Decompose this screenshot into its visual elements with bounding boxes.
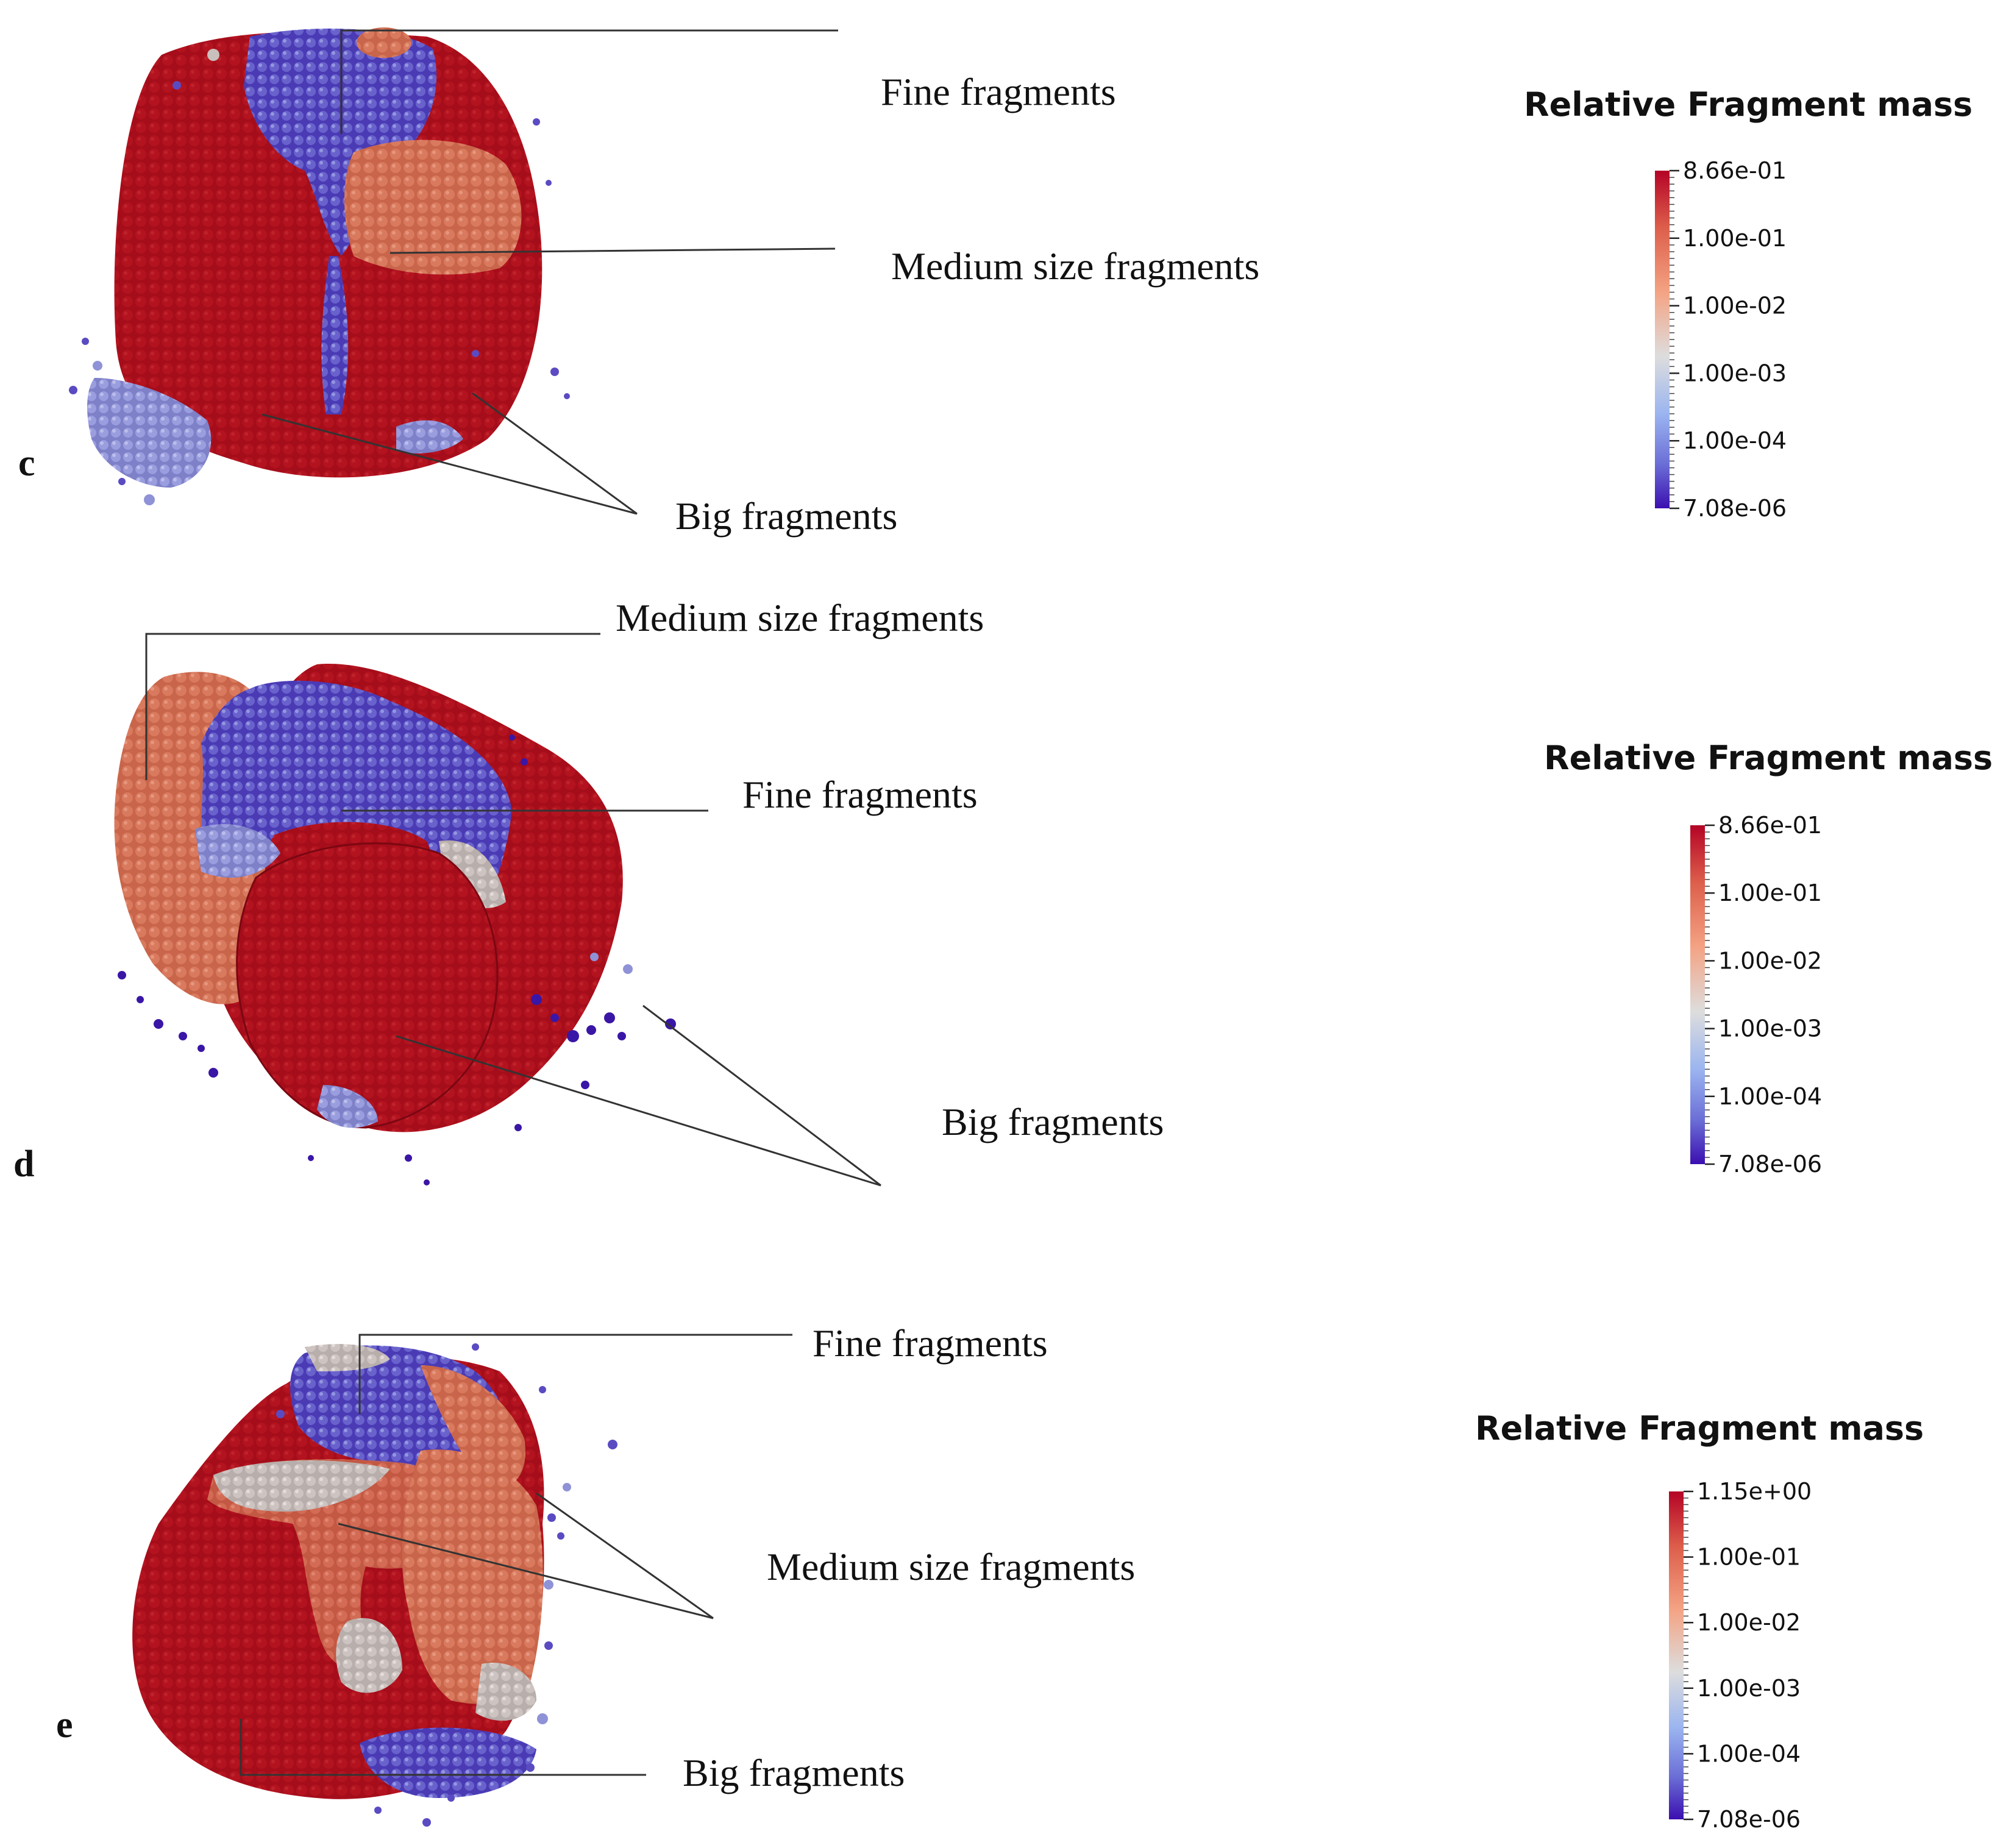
fragment-body-c xyxy=(87,27,542,488)
fragment-body-e xyxy=(132,1344,544,1799)
colorbar-gradient-d xyxy=(1690,825,1705,1164)
leader-medium-e-2 xyxy=(536,1492,714,1619)
leader-lines-d xyxy=(145,633,881,1187)
colorbar-tick-label: 1.00e-03 xyxy=(1697,1675,1801,1702)
leader-medium-c xyxy=(390,247,836,254)
panel-label-c: c xyxy=(18,442,35,484)
colorbar-ticks-d: 8.66e-01 1.00e-01 1.00e-02 1.00e-03 1.00e-04… xyxy=(1705,812,1822,1178)
colorbar-title-c: Relative Fragment mass xyxy=(1524,85,1972,124)
colorbar-tick-label: 1.00e-03 xyxy=(1718,1015,1822,1042)
colorbar-tick-label: 1.00e-03 xyxy=(1683,360,1787,386)
leader-fine-e xyxy=(358,1334,792,1414)
leader-fine-c xyxy=(340,29,838,134)
colorbar-tick-label: 7.08e-06 xyxy=(1683,495,1787,522)
panel-e: Fine fragments Medium size fragments Big… xyxy=(56,1321,1924,1833)
colorbar-title-e: Relative Fragment mass xyxy=(1475,1409,1924,1448)
leader-medium-e-1 xyxy=(338,1523,714,1619)
label-fine-fragments-d: Fine fragments xyxy=(742,773,978,816)
fragment-body-d xyxy=(114,664,623,1132)
panel-c: Fine fragments Medium size fragments Big… xyxy=(18,27,1972,538)
colorbar-gradient-e xyxy=(1669,1491,1684,1819)
colorbar-e: Relative Fragment mass 1.15e+001.00e-011… xyxy=(1475,1409,1924,1833)
colorbar-ticks-e: 1.15e+00 1.00e-01 1.00e-02 1.00e-03 1.00e-04… xyxy=(1684,1478,1812,1833)
colorbar-tick-label: 1.00e-04 xyxy=(1718,1083,1822,1110)
leader-medium-d xyxy=(145,633,600,780)
label-big-fragments-c: Big fragments xyxy=(675,494,897,538)
colorbar-tick-label: 7.08e-06 xyxy=(1718,1151,1822,1178)
leader-big-d-2 xyxy=(642,1004,881,1187)
colorbar-tick-label: 1.00e-04 xyxy=(1697,1740,1801,1767)
leader-big-c-1 xyxy=(261,413,638,515)
label-medium-fragments-c: Medium size fragments xyxy=(891,244,1259,288)
label-fine-fragments-c: Fine fragments xyxy=(881,70,1116,113)
colorbar-gradient-c xyxy=(1655,171,1670,508)
scattered-particles-d xyxy=(118,734,676,1185)
scattered-particles-e xyxy=(276,1343,617,1827)
panel-label-d: d xyxy=(13,1143,34,1185)
leader-big-d-1 xyxy=(396,1035,881,1187)
label-big-fragments-d: Big fragments xyxy=(942,1100,1164,1143)
leader-lines-e xyxy=(240,1334,792,1776)
label-big-fragments-e: Big fragments xyxy=(683,1751,905,1794)
colorbar-c: Relative Fragment mass 8.66e-01 1.00e-01 1… xyxy=(1524,85,1972,522)
colorbar-tick-label: 1.00e-02 xyxy=(1697,1609,1801,1636)
label-fine-fragments-e: Fine fragments xyxy=(813,1321,1048,1365)
colorbar-tick-label: 1.00e-01 xyxy=(1697,1544,1801,1571)
label-medium-fragments-d: Medium size fragments xyxy=(616,596,984,639)
colorbar-tick-label: 1.00e-01 xyxy=(1718,880,1822,906)
panel-label-e: e xyxy=(56,1704,73,1746)
scattered-particles-c xyxy=(69,49,570,505)
panel-d: Medium size fragments Fine fragments Big… xyxy=(13,596,1992,1187)
colorbar-tick-label: 1.00e-02 xyxy=(1718,947,1822,974)
colorbar-tick-label: 1.15e+00 xyxy=(1697,1478,1812,1505)
leader-big-e xyxy=(240,1719,646,1776)
colorbar-tick-label: 7.08e-06 xyxy=(1697,1806,1801,1833)
colorbar-tick-label: 1.00e-01 xyxy=(1683,225,1787,252)
colorbar-tick-label: 8.66e-01 xyxy=(1718,812,1822,839)
colorbar-d: Relative Fragment mass 8.66e-01 1.00e-01 1… xyxy=(1544,739,1992,1178)
colorbar-title-d: Relative Fragment mass xyxy=(1544,739,1992,777)
leader-big-c-2 xyxy=(472,392,638,515)
colorbar-tick-label: 1.00e-04 xyxy=(1683,427,1787,454)
colorbar-ticks-c: 8.66e-01 1.00e-01 1.00e-02 1.00e-03 1.00e-04… xyxy=(1670,157,1787,522)
colorbar-tick-label: 8.66e-01 xyxy=(1683,157,1787,184)
leader-lines-c xyxy=(261,29,838,515)
label-medium-fragments-e: Medium size fragments xyxy=(767,1545,1135,1588)
colorbar-tick-label: 1.00e-02 xyxy=(1683,293,1787,319)
